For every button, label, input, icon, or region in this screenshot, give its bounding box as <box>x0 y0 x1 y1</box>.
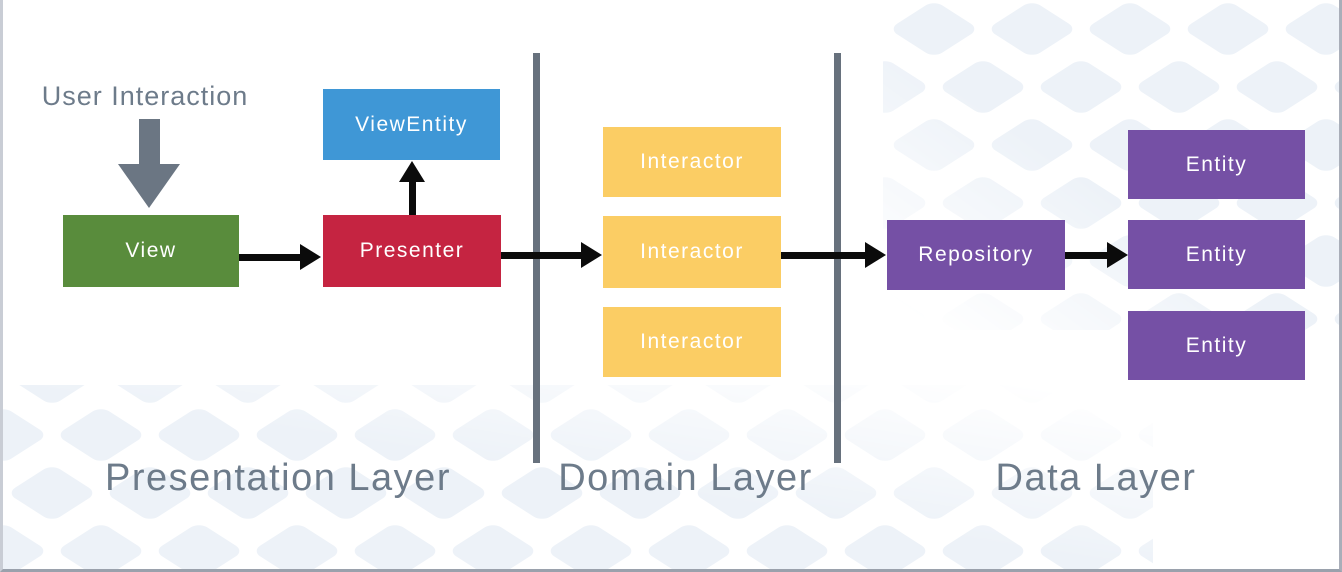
arrow-shaft <box>1065 252 1108 259</box>
interactor-box-2: Interactor <box>603 216 781 288</box>
view-entity-box-label: ViewEntity <box>355 112 468 136</box>
view-box: View <box>63 215 239 287</box>
interactor-box-label: Interactor <box>640 330 744 353</box>
arrow-shaft <box>501 252 582 259</box>
data-layer-label: Data Layer <box>995 457 1197 499</box>
domain-layer-label: Domain Layer <box>558 457 813 499</box>
repository-box: Repository <box>887 220 1065 290</box>
entity-box-2: Entity <box>1128 220 1305 289</box>
view-box-label: View <box>125 239 177 262</box>
view-entity-box: ViewEntity <box>323 89 500 160</box>
arrow-head <box>1107 242 1128 268</box>
user-interaction-arrow-head <box>118 164 180 208</box>
presenter-box: Presenter <box>323 215 501 287</box>
arrow-head <box>581 242 602 268</box>
user-interaction-arrow-shaft <box>139 119 160 165</box>
interactor-box-label: Interactor <box>640 240 744 263</box>
presentation-layer-label: Presentation Layer <box>105 457 451 499</box>
interactor-box-label: Interactor <box>640 150 744 173</box>
repository-box-label: Repository <box>918 243 1034 266</box>
interactor-box-1: Interactor <box>603 127 781 197</box>
entity-box-label: Entity <box>1185 333 1248 357</box>
arrow-shaft <box>409 181 416 215</box>
arrow-shaft <box>781 252 866 259</box>
entity-box-label: Entity <box>1185 242 1248 266</box>
arrow-head <box>300 244 321 270</box>
arrow-head <box>865 242 886 268</box>
presenter-box-label: Presenter <box>359 239 465 262</box>
interactor-box-3: Interactor <box>603 307 781 377</box>
arrow-shaft <box>239 254 302 261</box>
entity-box-label: Entity <box>1185 152 1248 176</box>
user-interaction-label: User Interaction <box>41 81 249 111</box>
entity-box-1: Entity <box>1128 130 1305 199</box>
arrow-head <box>399 161 425 182</box>
entity-box-3: Entity <box>1128 311 1305 380</box>
